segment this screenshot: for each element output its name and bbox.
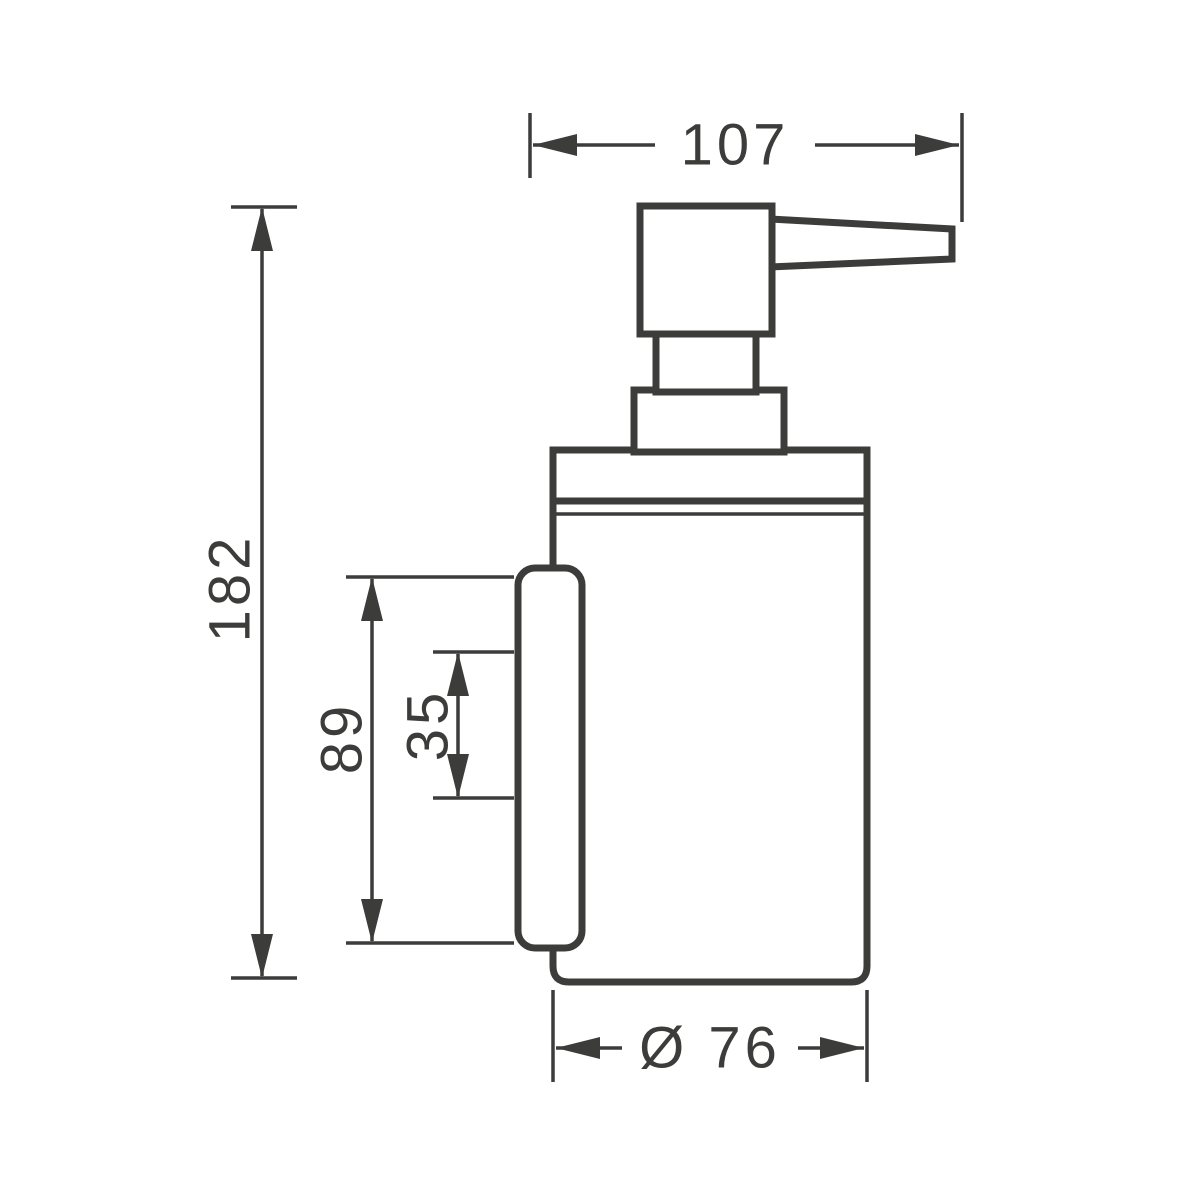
arrowhead-up-icon (447, 652, 469, 696)
dimension-diameter-76: Ø 76 (551, 990, 869, 1082)
container-body (549, 446, 871, 986)
dimension-182: 182 (198, 205, 297, 980)
dimension-label-35: 35 (396, 689, 461, 762)
dispenser-outline (514, 202, 956, 986)
arrowhead-down-icon (361, 899, 383, 943)
arrowhead-right-icon (915, 134, 959, 156)
arrowhead-right-icon (820, 1037, 864, 1059)
dimension-107: 107 (528, 113, 964, 222)
arrowhead-up-icon (361, 577, 383, 621)
dimension-label-107: 107 (681, 113, 790, 178)
dimension-label-182: 182 (198, 534, 263, 643)
dimension-label-diameter-76: Ø 76 (639, 1016, 781, 1081)
wall-mount-plate (514, 564, 586, 952)
pump-spout (766, 215, 956, 271)
arrowhead-up-icon (251, 207, 273, 251)
pump-head (636, 202, 776, 338)
arrowhead-left-icon (533, 134, 577, 156)
dimension-35: 35 (396, 650, 514, 800)
dimension-89: 89 (310, 575, 514, 945)
dimension-label-89: 89 (310, 702, 375, 775)
pump-collar (630, 386, 788, 456)
arrowhead-down-icon (251, 934, 273, 978)
arrowhead-down-icon (447, 754, 469, 798)
pump-neck (652, 328, 760, 396)
arrowhead-left-icon (556, 1037, 600, 1059)
